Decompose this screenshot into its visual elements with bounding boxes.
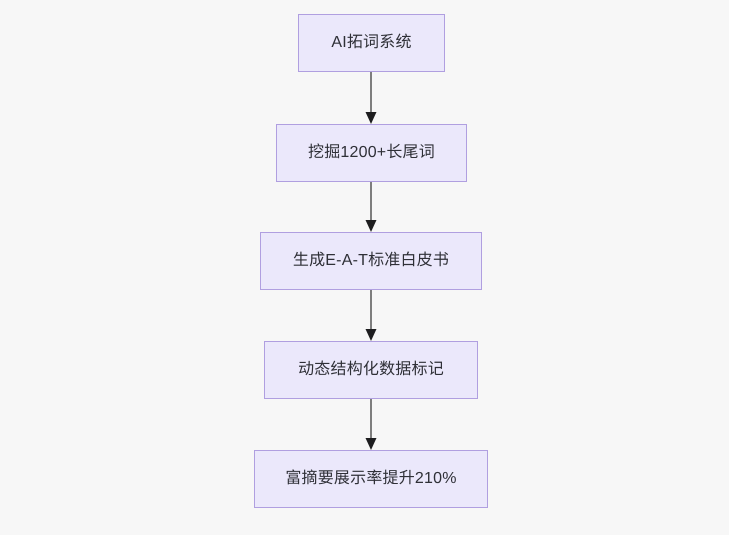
node-label: 挖掘1200+长尾词 [308, 144, 435, 161]
arrowhead-icon [365, 438, 377, 450]
edge-n4-to-n5 [365, 399, 377, 450]
node-label: 富摘要展示率提升210% [285, 470, 457, 487]
arrowhead-icon [365, 329, 377, 341]
flowchart-node-rich-snippet-rate-increase[interactable]: 富摘要展示率提升210% [254, 450, 488, 508]
edge-n3-to-n4 [365, 290, 377, 341]
flowchart-node-ai-keyword-system[interactable]: AI拓词系统 [298, 14, 445, 72]
edge-n2-to-n3 [365, 182, 377, 232]
node-label: 生成E-A-T标准白皮书 [292, 252, 450, 269]
arrowhead-icon [365, 220, 377, 232]
node-label: 动态结构化数据标记 [298, 361, 444, 378]
flowchart-node-dynamic-structured-data-markup[interactable]: 动态结构化数据标记 [264, 341, 478, 399]
arrowhead-icon [365, 112, 377, 124]
flowchart-node-mine-longtail-keywords[interactable]: 挖掘1200+长尾词 [276, 124, 467, 182]
node-label: AI拓词系统 [331, 34, 412, 51]
flowchart-node-generate-eat-whitepaper[interactable]: 生成E-A-T标准白皮书 [260, 232, 482, 290]
edge-n1-to-n2 [365, 72, 377, 124]
